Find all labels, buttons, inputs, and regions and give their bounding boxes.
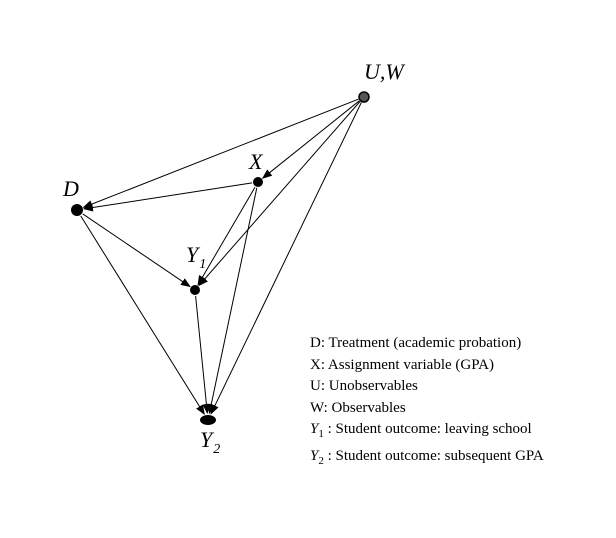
edge-x-to-d — [82, 182, 253, 212]
nodes-group — [71, 91, 370, 425]
legend-y1-text: : Student outcome: leaving school — [323, 421, 532, 437]
legend-y2: Y2 : Student outcome: subsequent GPA — [310, 446, 544, 473]
node-y1-dot — [190, 285, 200, 295]
legend-y1-sub: 1 — [318, 428, 324, 440]
node-y1-sub: 1 — [199, 257, 206, 272]
node-uw-label: U,W — [364, 59, 405, 84]
edge-x-to-y2 — [207, 187, 258, 415]
legend-y2-var: Y — [310, 447, 319, 464]
edges-group — [80, 98, 362, 415]
node-y2-sub: 2 — [213, 442, 220, 457]
node-y2-var: Y — [200, 427, 215, 452]
node-x-label: X — [248, 149, 264, 174]
legend-y2-text: : Student outcome: subsequent GPA — [323, 447, 544, 464]
node-d-dot — [71, 204, 83, 216]
edge-uw-to-d — [82, 98, 359, 208]
edge-y1-to-y2 — [195, 295, 211, 414]
node-y1-var: Y — [186, 242, 201, 267]
edge-uw-to-y1 — [198, 101, 361, 287]
node-uw-dot — [358, 91, 370, 103]
node-y1-label: Y1 — [186, 242, 206, 272]
node-y2-dot — [200, 415, 216, 425]
edge-d-to-y2 — [80, 215, 205, 415]
legend-y1-var: Y — [310, 421, 319, 437]
edge-d-to-y1 — [82, 213, 191, 288]
legend-y2-sub: 2 — [318, 454, 324, 467]
legend-w: W: Observables — [310, 399, 406, 416]
node-x-dot — [253, 177, 263, 187]
edge-uw-to-x — [261, 100, 360, 179]
node-y2-label: Y2 — [200, 427, 220, 457]
legend-x: X: Assignment variable (GPA) — [310, 356, 495, 373]
node-d-label: D — [62, 176, 79, 201]
legend-u: U: Unobservables — [310, 378, 418, 394]
legend-y1: Y1 : Student outcome: leaving school — [310, 419, 544, 446]
legend: D: Treatment (academic probation) X: Ass… — [310, 333, 544, 472]
edge-x-to-y1 — [197, 186, 256, 286]
legend-d: D: Treatment (academic probation) — [310, 335, 522, 351]
edge-uw-to-y2 — [210, 102, 362, 415]
